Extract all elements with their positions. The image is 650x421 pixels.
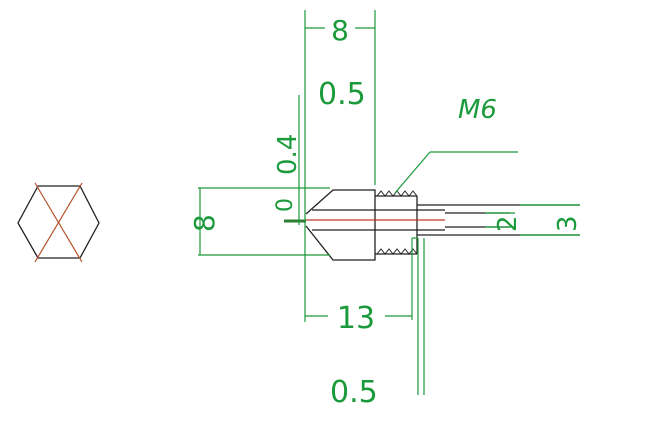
dim-tip-diameter: 0 bbox=[273, 198, 298, 212]
dim-top-width: 8 bbox=[331, 14, 349, 47]
dimension-lines bbox=[198, 10, 580, 395]
hexagon-end-view bbox=[17, 182, 100, 263]
nozzle-hex-outline bbox=[305, 189, 376, 261]
dim-height: 8 bbox=[188, 214, 221, 232]
dim-bore-large: 3 bbox=[553, 215, 583, 232]
dim-cone-tip: 0.4 bbox=[273, 134, 303, 175]
hexagon-diagonal-2 bbox=[34, 182, 83, 263]
nozzle-body bbox=[305, 189, 580, 261]
dim-tip-thickness-top: 0.5 bbox=[318, 77, 366, 112]
thread-label: M6 bbox=[458, 95, 497, 125]
dim-tip-thickness-bottom: 0.5 bbox=[330, 375, 378, 410]
dim-length: 13 bbox=[337, 301, 375, 336]
thread-teeth bbox=[376, 190, 418, 255]
dim-bore-small: 2 bbox=[493, 215, 523, 232]
